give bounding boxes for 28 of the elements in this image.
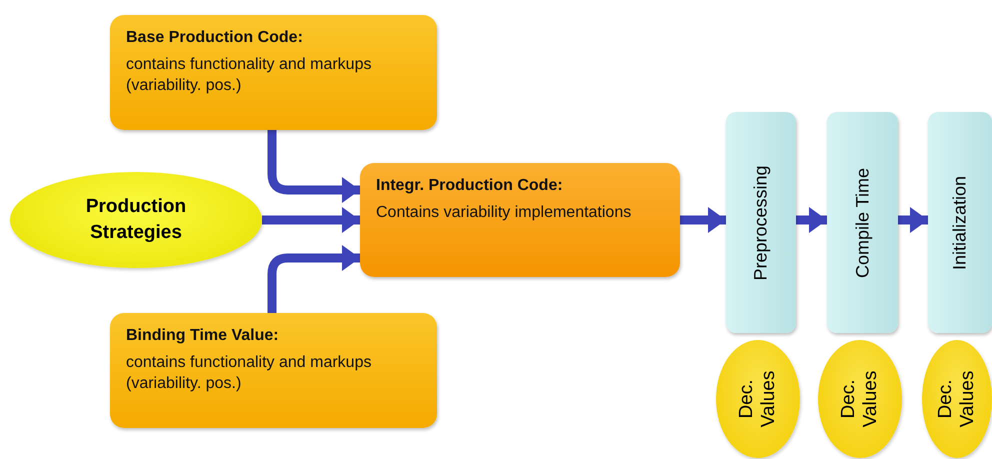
box-heading: Binding Time Value:	[126, 326, 280, 346]
arrow	[680, 207, 726, 233]
phase-box	[726, 112, 796, 333]
box-heading: Integr. Production Code:	[376, 176, 564, 196]
arrow	[262, 207, 360, 233]
arrow	[898, 207, 928, 233]
node-label: Compile Time	[852, 167, 873, 278]
process-box	[110, 313, 437, 428]
box-description: contains functionality and markups (variability. pos.)	[126, 353, 372, 394]
node-label: Initialization	[950, 175, 970, 270]
ellipse-node	[922, 340, 992, 458]
ellipse-node	[716, 340, 800, 458]
node-label: Preprocessing	[750, 164, 772, 280]
box-description: contains functionality and markups (variability. pos.)	[126, 55, 372, 96]
node-label: Dec. Values	[838, 370, 882, 429]
ellipse-node	[818, 340, 902, 458]
box-heading: Base Production Code:	[126, 28, 304, 48]
phase-box	[827, 112, 898, 333]
arrow	[796, 207, 827, 233]
phase-box	[928, 112, 992, 333]
box-description: Contains variability implementations	[376, 203, 632, 223]
process-box	[110, 15, 437, 130]
arrow	[268, 130, 360, 203]
node-label: Production Strategies	[84, 195, 188, 245]
node-label: Dec. Values	[736, 370, 780, 429]
arrow	[268, 245, 360, 313]
process-box	[360, 163, 680, 277]
node-label: Dec. Values	[935, 370, 979, 429]
